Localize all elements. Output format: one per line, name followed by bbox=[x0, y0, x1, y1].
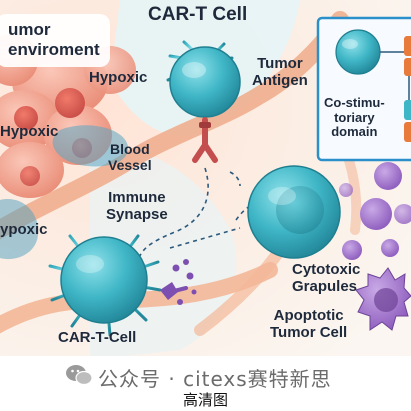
apoptotic-tumor-cell bbox=[355, 267, 411, 331]
chat-bubbles-icon bbox=[66, 365, 93, 386]
watermark-text: 公众号 · citexs赛特新思 bbox=[98, 367, 332, 391]
blue-extracellular-matrix bbox=[0, 199, 39, 260]
apoptotic-tumor-cell-label: Apoptotic Tumor Cell bbox=[270, 307, 348, 342]
tumor-antigen-line2: Antigen bbox=[252, 71, 308, 89]
car-receptor-hinge bbox=[199, 122, 211, 128]
tumor-title-line2: enviroment bbox=[8, 40, 100, 60]
inset-line1: Co-stimu- bbox=[324, 95, 385, 110]
signal-dashes bbox=[137, 167, 286, 263]
inset-line2: toriary bbox=[334, 109, 375, 125]
apoptotic-line1: Apoptotic bbox=[273, 307, 344, 324]
cytotoxic-granules-label: Cytotoxic Grapules bbox=[292, 261, 361, 296]
costimulatory-inset bbox=[316, 16, 411, 162]
cytotoxic-line1: Cytotoxic bbox=[292, 261, 361, 278]
immune-synapse-label: Immune Synapse bbox=[106, 189, 168, 224]
blood-vessel-line2: Vessel bbox=[108, 156, 152, 173]
car-t-cell-bottom bbox=[48, 226, 162, 337]
tumor-title-line1: umor bbox=[8, 20, 51, 39]
image-caption: 高清图 bbox=[182, 391, 228, 409]
blood-vessel-line1: Blood bbox=[109, 141, 150, 157]
immune-synapse-line1: Immune bbox=[108, 189, 166, 206]
car-t-cell-bottom-label: CAR-T-Cell bbox=[58, 329, 137, 346]
tumor-antigen-line1: Tumor bbox=[257, 55, 303, 72]
hypoxic-label-top: Hypoxic bbox=[89, 69, 148, 86]
hypoxic-label-left: Hypoxic bbox=[0, 123, 59, 140]
granule-stalk bbox=[168, 286, 188, 294]
target-tumor-cell bbox=[247, 165, 341, 259]
blue-extracellular-matrix bbox=[52, 125, 129, 167]
tumor-antigen-label: Tumor Antigen bbox=[252, 55, 308, 90]
inset-line3: domain bbox=[331, 124, 378, 140]
costimulatory-domain-label: Co-stimu- toriary domain bbox=[324, 95, 385, 140]
footer: 公众号 · citexs赛特新思 高清图 bbox=[0, 356, 411, 411]
cytotoxic-granules bbox=[339, 162, 411, 260]
blood-vessel bbox=[0, 11, 349, 240]
car-t-cell-title: CAR-T Cell bbox=[148, 4, 248, 25]
cytotoxic-line2: Grapules bbox=[292, 277, 358, 295]
immune-synapse-line2: Synapse bbox=[106, 205, 168, 223]
hypoxic-label-bottom: ypoxic bbox=[0, 221, 48, 238]
tumor-environment-title: umor enviroment bbox=[0, 14, 110, 68]
apoptotic-line2: Tumor Cell bbox=[270, 323, 348, 341]
blood-vessel-label: Blood Vessel bbox=[108, 141, 152, 173]
